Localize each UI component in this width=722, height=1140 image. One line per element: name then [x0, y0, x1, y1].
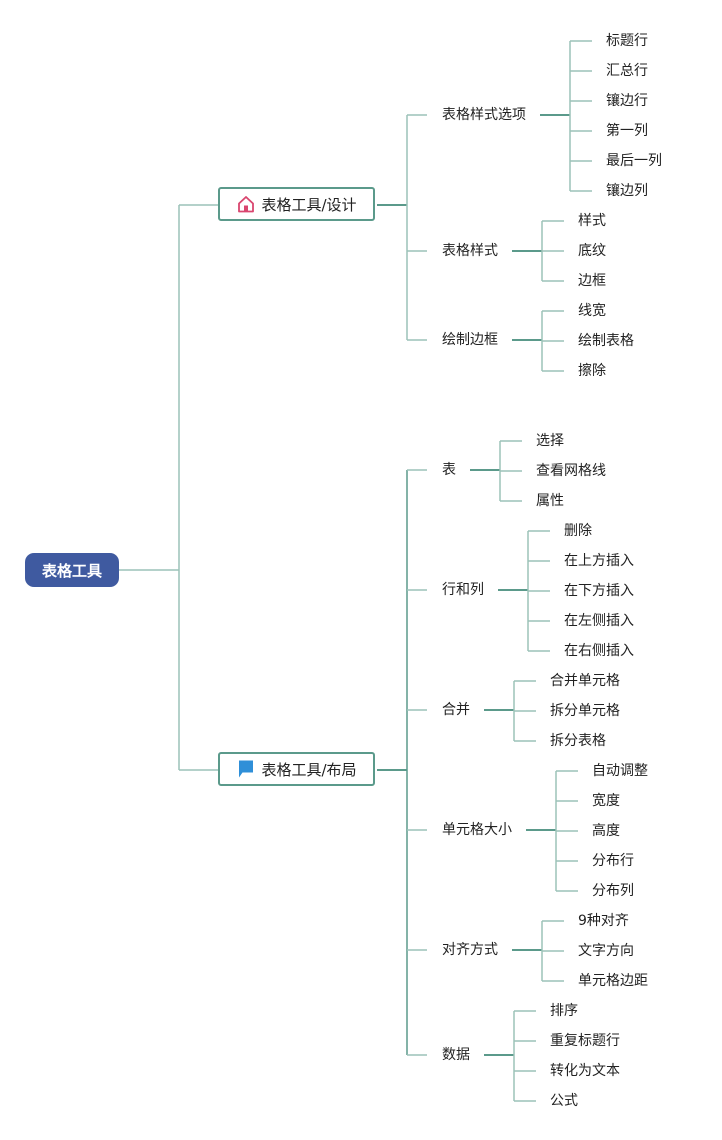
leaf-item[interactable]: 选择 — [536, 433, 564, 449]
leaf-item[interactable]: 文字方向 — [578, 943, 634, 959]
group-label[interactable]: 合并 — [442, 702, 470, 718]
leaf-item[interactable]: 属性 — [536, 493, 564, 509]
leaf-item[interactable]: 9种对齐 — [578, 913, 629, 929]
leaf-item[interactable]: 在上方插入 — [564, 553, 634, 569]
leaf-item[interactable]: 汇总行 — [606, 63, 648, 79]
branch-label: 表格工具/设计 — [261, 195, 357, 214]
group-label[interactable]: 表 — [442, 462, 456, 478]
leaf-item[interactable]: 分布列 — [592, 883, 634, 899]
root-label: 表格工具 — [41, 561, 102, 580]
leaf-item[interactable]: 合并单元格 — [550, 673, 620, 689]
branch-node-design[interactable]: 表格工具/设计 — [218, 187, 375, 221]
leaf-item[interactable]: 样式 — [578, 213, 606, 229]
leaf-item[interactable]: 排序 — [550, 1003, 578, 1019]
group-label[interactable]: 单元格大小 — [442, 822, 512, 838]
branch-label: 表格工具/布局 — [261, 760, 357, 779]
leaf-item[interactable]: 线宽 — [578, 303, 606, 319]
group-label[interactable]: 绘制边框 — [442, 332, 498, 348]
leaf-item[interactable]: 删除 — [564, 523, 592, 539]
leaf-item[interactable]: 在下方插入 — [564, 583, 634, 599]
leaf-item[interactable]: 边框 — [578, 273, 606, 289]
leaf-item[interactable]: 标题行 — [606, 33, 648, 49]
leaf-item[interactable]: 擦除 — [578, 363, 606, 379]
group-label[interactable]: 行和列 — [442, 582, 484, 598]
leaf-item[interactable]: 最后一列 — [606, 153, 662, 169]
leaf-item[interactable]: 拆分表格 — [550, 733, 606, 749]
leaf-item[interactable]: 查看网格线 — [536, 463, 606, 479]
leaf-item[interactable]: 重复标题行 — [550, 1033, 620, 1049]
leaf-item[interactable]: 分布行 — [592, 853, 634, 869]
leaf-item[interactable]: 镶边行 — [606, 93, 648, 109]
leaf-item[interactable]: 转化为文本 — [550, 1063, 620, 1079]
group-label[interactable]: 数据 — [442, 1047, 470, 1063]
leaf-item[interactable]: 底纹 — [578, 243, 606, 259]
root-node[interactable]: 表格工具 — [25, 553, 119, 587]
leaf-item[interactable]: 宽度 — [592, 793, 620, 809]
leaf-item[interactable]: 镶边列 — [606, 183, 648, 199]
leaf-item[interactable]: 拆分单元格 — [550, 703, 620, 719]
group-label[interactable]: 表格样式选项 — [442, 107, 526, 123]
branch-node-layout[interactable]: 表格工具/布局 — [218, 752, 375, 786]
leaf-item[interactable]: 自动调整 — [592, 763, 648, 779]
leaf-item[interactable]: 高度 — [592, 823, 620, 839]
leaf-item[interactable]: 单元格边距 — [578, 973, 648, 989]
group-label[interactable]: 表格样式 — [442, 243, 498, 259]
house-icon — [238, 196, 255, 213]
leaf-item[interactable]: 第一列 — [606, 123, 648, 139]
leaf-item[interactable]: 在左侧插入 — [564, 613, 634, 629]
group-label[interactable]: 对齐方式 — [442, 942, 498, 958]
leaf-item[interactable]: 在右侧插入 — [564, 643, 634, 659]
leaf-item[interactable]: 公式 — [550, 1093, 578, 1109]
leaf-item[interactable]: 绘制表格 — [578, 333, 634, 349]
flag-icon — [239, 760, 254, 778]
